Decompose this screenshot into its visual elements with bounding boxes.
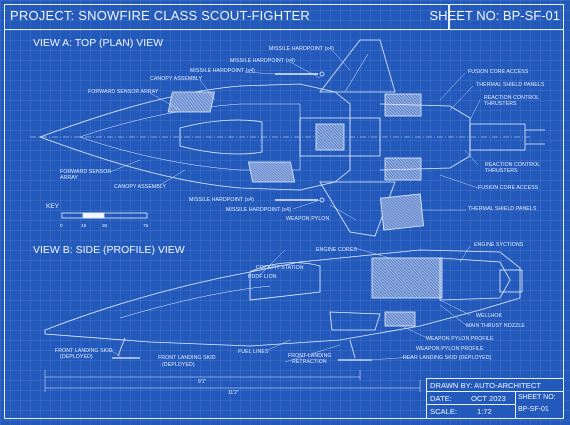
key-title: KEY (46, 203, 60, 210)
label-reaction-control-2: REACTION CONTROL (485, 162, 541, 168)
key-tick-75: 75 (143, 224, 149, 229)
label-fusion-core-access-bottom: FUSION CORE ACCESS (478, 185, 539, 191)
sheet-number: SHEET NO: BP-SF-01 (429, 8, 560, 23)
label-front-landing-retraction-1: FRONT LANDING (288, 353, 332, 359)
label-missile-hardpoint-3: MISSILE HARDPOINT (x4) (190, 68, 255, 74)
title-bar (4, 4, 564, 30)
view-a-title: VIEW A: TOP (PLAN) VIEW (33, 37, 164, 49)
label-fuel-lines: FUEL LINES (238, 349, 269, 355)
label-missile-hardpoint-b1: MISSILE HARDPOINT (x4) (189, 197, 254, 203)
label-reaction-control-1: REACTION CONTROL (484, 95, 540, 101)
key-scale-bar (61, 212, 148, 219)
label-canopy-assembly-top: CANOPY ASSEMBLY (150, 76, 203, 82)
side-view-hull (44, 249, 523, 392)
title-block: DRAWN BY: AUTO-ARCHITECT DATE: OCT 2023 … (426, 378, 564, 419)
dimension-overall-2: 11'2" (228, 390, 239, 396)
scale-value: 1:72 (477, 407, 492, 416)
key-tick-30: 30 (102, 224, 108, 229)
label-fusion-core-access-top: FUSION CORE ACCESS (468, 69, 529, 75)
label-missile-hardpoint-1: MISSILE HARDPOINT (x4) (269, 46, 334, 52)
label-weapon-pylon-profile-1: WEAPON PYLON PROFILE (426, 336, 494, 342)
dimension-overall-1: 9'1" (198, 379, 207, 385)
title-block-divider (515, 391, 516, 418)
label-forward-sensor-2: ARRAY (60, 175, 78, 181)
label-forward-sensor-1: FORWARD SENSOR (60, 169, 112, 175)
label-thrusters-2: THRUSTERS (485, 168, 518, 174)
key-tick-0: 0 (60, 224, 63, 229)
key-tick-15: 15 (81, 224, 87, 229)
label-forward-sensor-array-top: FORWARD SENSOR ARRAY (88, 89, 159, 95)
label-pddf-lion: PDDF LION (248, 274, 277, 280)
label-weapon-pylon-profile-2: WEAPON PYLON PROFILE (416, 346, 484, 352)
sheet-value: BP-SF-01 (518, 406, 549, 413)
label-front-landing-skid-a1: FRONT LANDING SKID (55, 348, 113, 354)
view-b-title: VIEW B: SIDE (PROFILE) VIEW (33, 244, 185, 256)
label-front-landing-skid-a2: (DEPLOYED) (60, 354, 93, 360)
title-block-rule-1 (427, 391, 563, 392)
label-weapon-pylon: WEAPON PYLON (286, 216, 330, 222)
label-front-landing-retraction-2: RETRACTION (292, 359, 327, 365)
label-front-landing-skid-b2: (DEPLOYED) (162, 362, 195, 368)
label-canopy-assembly-bottom: CANOPY ASSEMBLY (114, 184, 167, 190)
date-label: DATE: (430, 394, 452, 403)
label-cockpit-station: COCKPIT STATION (256, 265, 304, 271)
label-thermal-shield-panels-top: THERMAL SHIELD PANELS (476, 82, 545, 88)
title-block-rule-2 (427, 404, 515, 405)
label-missile-hardpoint-2: MISSILE HARDPOINT (x4) (230, 58, 295, 64)
date-value: OCT 2023 (471, 394, 506, 403)
sheet-frame (4, 4, 564, 419)
label-rear-landing-skid: REAR LANDING SKID (DEPLOYED) (403, 355, 492, 361)
label-engine-syctions: ENGINE SYCTIONS (474, 242, 524, 248)
label-front-landing-skid-b1: FRONT LANDING SKID (158, 355, 216, 361)
label-thermal-shield-panels-bottom: THERMAL SHIELD PANELS (468, 206, 537, 212)
title-divider (448, 4, 450, 30)
scale-label: SCALE: (430, 407, 458, 416)
label-main-thrust-nozzle: MAIN THRUST NOZZLE (466, 323, 525, 329)
label-wellhok: WELLHOK (476, 313, 503, 319)
label-thrusters-1: THRUSTERS (484, 101, 517, 107)
label-missile-hardpoint-b2: MISSILE HARDPOINT (x4) (226, 207, 291, 213)
leader-lines (109, 49, 481, 363)
drawn-by: DRAWN BY: AUTO-ARCHITECT (430, 381, 541, 390)
label-engine-cores: ENGINE CORES (316, 247, 357, 253)
sheet-label: SHEET NO: (518, 394, 556, 401)
project-title: PROJECT: SNOWFIRE CLASS SCOUT-FIGHTER (10, 8, 310, 23)
